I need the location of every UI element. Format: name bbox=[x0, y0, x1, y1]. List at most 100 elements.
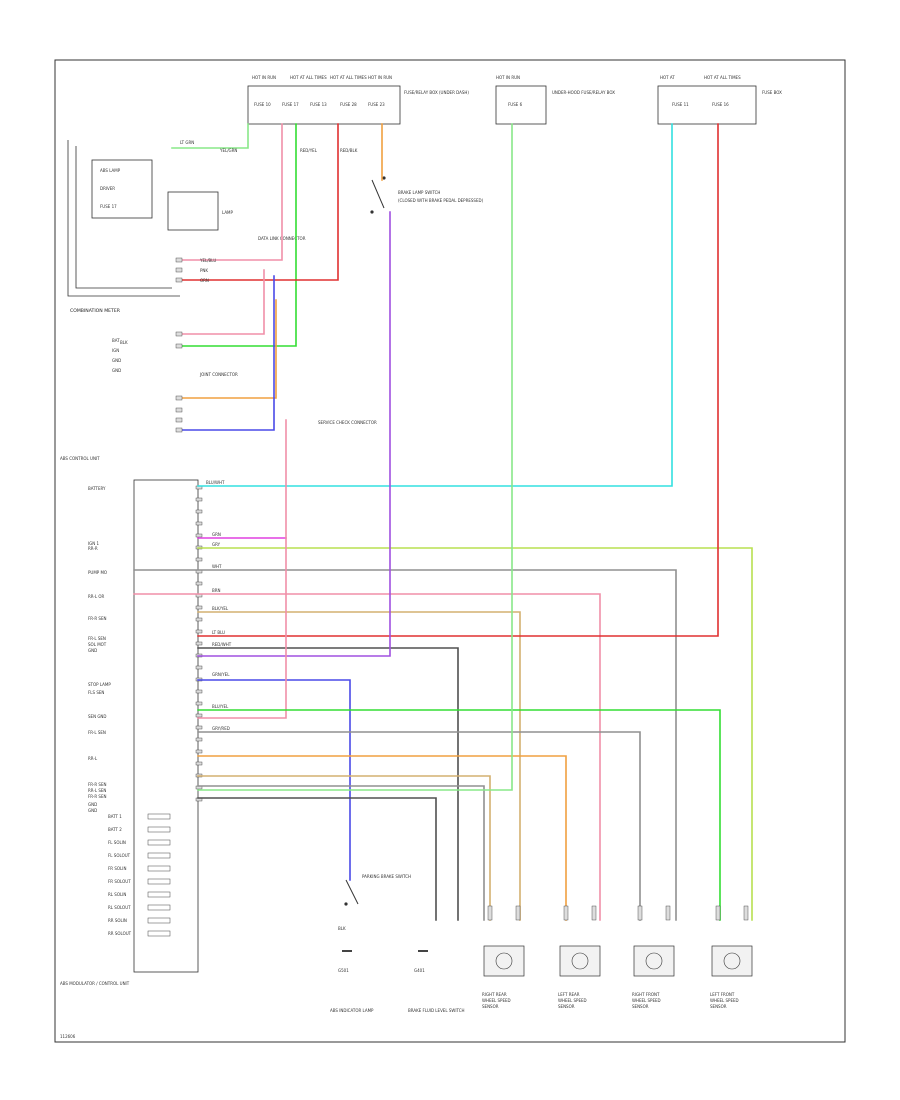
abs-module-label: ABS CONTROL UNIT bbox=[60, 456, 100, 461]
right-fuse-label-0: FUSE 11 bbox=[672, 102, 689, 107]
fuse-top-label-0: HOT IN RUN bbox=[252, 75, 276, 80]
meter-lamp: LAMP bbox=[222, 210, 234, 215]
brake-switch-sub: (CLOSED WITH BRAKE PEDAL DEPRESSED) bbox=[398, 198, 484, 203]
abs-lower-item-0: BATT 1 bbox=[108, 814, 122, 819]
abs-terminal bbox=[195, 581, 203, 586]
connector-pin-7 bbox=[175, 417, 183, 423]
wire-23 bbox=[197, 785, 485, 921]
wire-label-11: WHT bbox=[212, 564, 222, 569]
right-fuse-top-0: HOT AT bbox=[660, 75, 675, 80]
abs-lower-item-2: FL SOLIN bbox=[108, 840, 126, 845]
abs-lower-symbol-9 bbox=[147, 930, 171, 937]
abs-pin-11: SEN GND bbox=[88, 714, 107, 719]
sensor-terminal-b-0 bbox=[515, 905, 521, 921]
parking-brake-switch: PARKING BRAKE SWITCH BLK ABS INDICATOR L… bbox=[330, 874, 411, 1013]
combination-meter: ABS LAMP DRIVER FUSE 17 LAMP COMBINATION… bbox=[67, 140, 234, 314]
abs-lower-item-1: BATT 2 bbox=[108, 827, 122, 832]
abs-pin-0: BATTERY bbox=[88, 486, 106, 491]
right-fuse: HOT AT HOT AT ALL TIMES FUSE 11 FUSE 16 … bbox=[657, 75, 782, 125]
meter-item-0: ABS LAMP bbox=[100, 168, 121, 173]
sensor-terminal-b-2 bbox=[665, 905, 671, 921]
sensor-coil-1 bbox=[571, 952, 589, 970]
right-fuse-top-1: HOT AT ALL TIMES bbox=[704, 75, 741, 80]
sensor-terminal-a-2 bbox=[637, 905, 643, 921]
sensor-terminal-a-0 bbox=[487, 905, 493, 921]
abs-lower-symbol-6 bbox=[147, 891, 171, 898]
wire-4 bbox=[179, 123, 283, 261]
abs-terminal bbox=[195, 557, 203, 562]
wire-20 bbox=[197, 731, 641, 921]
right-fuse-label-1: FUSE 16 bbox=[712, 102, 729, 107]
wire-14 bbox=[197, 123, 719, 637]
wire-label-2: RED/YEL bbox=[300, 148, 318, 153]
abs-terminal bbox=[195, 641, 203, 646]
junction-connector: BAT IGN GND GND JOINT CONNECTOR bbox=[112, 338, 238, 377]
abs-terminal bbox=[195, 533, 203, 538]
bottom-label-0: ABS INDICATOR LAMP bbox=[330, 1008, 374, 1013]
abs-pin-10: FLS SEN bbox=[88, 690, 104, 695]
connector-pin-2 bbox=[175, 277, 183, 283]
wire-24 bbox=[197, 797, 437, 921]
abs-terminal bbox=[195, 497, 203, 502]
brake-lamp-switch: BRAKE LAMP SWITCH (CLOSED WITH BRAKE PED… bbox=[370, 176, 484, 214]
wire-8 bbox=[197, 123, 673, 487]
wire-22 bbox=[197, 775, 491, 921]
abs-lower-item-8: RR SOLIN bbox=[108, 918, 127, 923]
sensor-body-3 bbox=[711, 945, 753, 977]
fuse-label-4: FUSE 23 bbox=[368, 102, 385, 107]
connector-pin-6 bbox=[175, 407, 183, 413]
abs-terminal bbox=[195, 761, 203, 766]
abs-pin-18: GND bbox=[88, 808, 97, 813]
wire-label-7: BLK bbox=[120, 340, 128, 345]
sensor-body-1 bbox=[559, 945, 601, 977]
wire-label-14: LT BLU bbox=[212, 630, 225, 635]
fuse-top-label-1: HOT AT ALL TIMES bbox=[290, 75, 327, 80]
sensor-terminal-a-3 bbox=[715, 905, 721, 921]
right-fuse-desc: FUSE BOX bbox=[762, 90, 782, 95]
abs-terminal bbox=[195, 725, 203, 730]
wire-label-4: YEL/BLU bbox=[199, 258, 216, 263]
connector-pin-4 bbox=[175, 343, 183, 349]
wire-label-12: BRN bbox=[212, 588, 221, 593]
abs-lower-item-3: FL SOLOUT bbox=[108, 853, 131, 858]
wire-10 bbox=[197, 547, 753, 921]
wire-label-16: GRN/YEL bbox=[212, 672, 230, 677]
abs-pin-4: RR-L OR bbox=[88, 594, 104, 599]
abs-module: ABS CONTROL UNIT ABS MODULATOR / CONTROL… bbox=[60, 456, 203, 986]
abs-terminal bbox=[195, 617, 203, 622]
abs-pin-15: RR-L SEN bbox=[88, 788, 106, 793]
wire-13 bbox=[197, 611, 521, 921]
fuse-top-label-2: HOT AT ALL TIMES bbox=[330, 75, 367, 80]
fuse-panel: HOT IN RUN HOT AT ALL TIMES HOT AT ALL T… bbox=[247, 75, 469, 125]
wire-label-6: ORN bbox=[200, 278, 209, 283]
ground-label-1: G401 bbox=[414, 968, 425, 973]
connector-pin-0 bbox=[175, 257, 183, 263]
service-check-label: SERVICE CHECK CONNECTOR bbox=[318, 420, 377, 425]
abs-terminal bbox=[195, 509, 203, 514]
wire-1 bbox=[179, 123, 297, 347]
wire-5 bbox=[179, 269, 265, 335]
connector-pin-5 bbox=[175, 395, 183, 401]
abs-lower-symbol-5 bbox=[147, 878, 171, 885]
jc-pin-0: BAT bbox=[112, 338, 120, 343]
abs-lower-symbol-7 bbox=[147, 904, 171, 911]
wire-21 bbox=[197, 755, 567, 921]
figure-number: 112606 bbox=[60, 1034, 76, 1039]
meter-label: COMBINATION METER bbox=[70, 308, 121, 314]
abs-pin-8: GND bbox=[88, 648, 97, 653]
wire-label-17: BLU/YEL bbox=[212, 704, 229, 709]
wire-6 bbox=[179, 299, 277, 399]
sensor-coil-3 bbox=[723, 952, 741, 970]
wire-17 bbox=[197, 679, 351, 881]
abs-lower-item-7: RL SOLOUT bbox=[108, 905, 131, 910]
abs-pin-1: IGN 1 bbox=[88, 541, 100, 546]
jc-pin-2: GND bbox=[112, 358, 121, 363]
